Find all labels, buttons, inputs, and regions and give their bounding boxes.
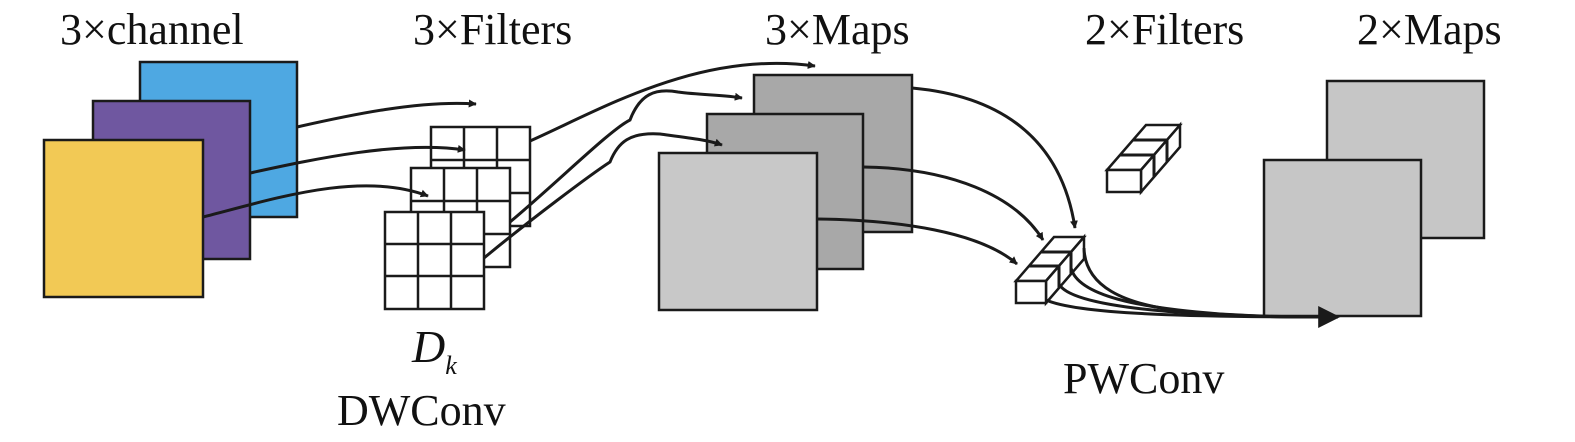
input-channels xyxy=(42,60,299,299)
maps3 xyxy=(657,73,914,312)
filter-grid-front xyxy=(383,210,486,311)
maps2-label: 2×Maps xyxy=(1357,5,1502,54)
maps3-label: 3×Maps xyxy=(765,5,910,54)
filters2-label: 2×Filters xyxy=(1085,5,1244,54)
pwconv-kernel xyxy=(1013,233,1087,307)
map-front xyxy=(657,151,819,312)
pwconv-label: PWConv xyxy=(1063,354,1224,403)
pwconv-to-output-arrows xyxy=(1045,247,1341,328)
channel-front xyxy=(42,138,205,299)
pointwise-filter-standalone xyxy=(1104,121,1183,196)
output-map-front xyxy=(1262,158,1423,318)
filter-to-map-arrows xyxy=(483,61,816,260)
map-to-pwconv-arrows xyxy=(816,86,1078,266)
depthwise-filters xyxy=(383,125,532,311)
filters3-label: 3×Filters xyxy=(413,5,572,54)
maps2 xyxy=(1262,79,1486,318)
dk-symbol: Dk xyxy=(411,321,457,380)
channel-label: 3×channel xyxy=(60,5,244,54)
channel-to-filter-arrows xyxy=(202,99,477,219)
dwconv-label: DWConv xyxy=(337,386,506,435)
